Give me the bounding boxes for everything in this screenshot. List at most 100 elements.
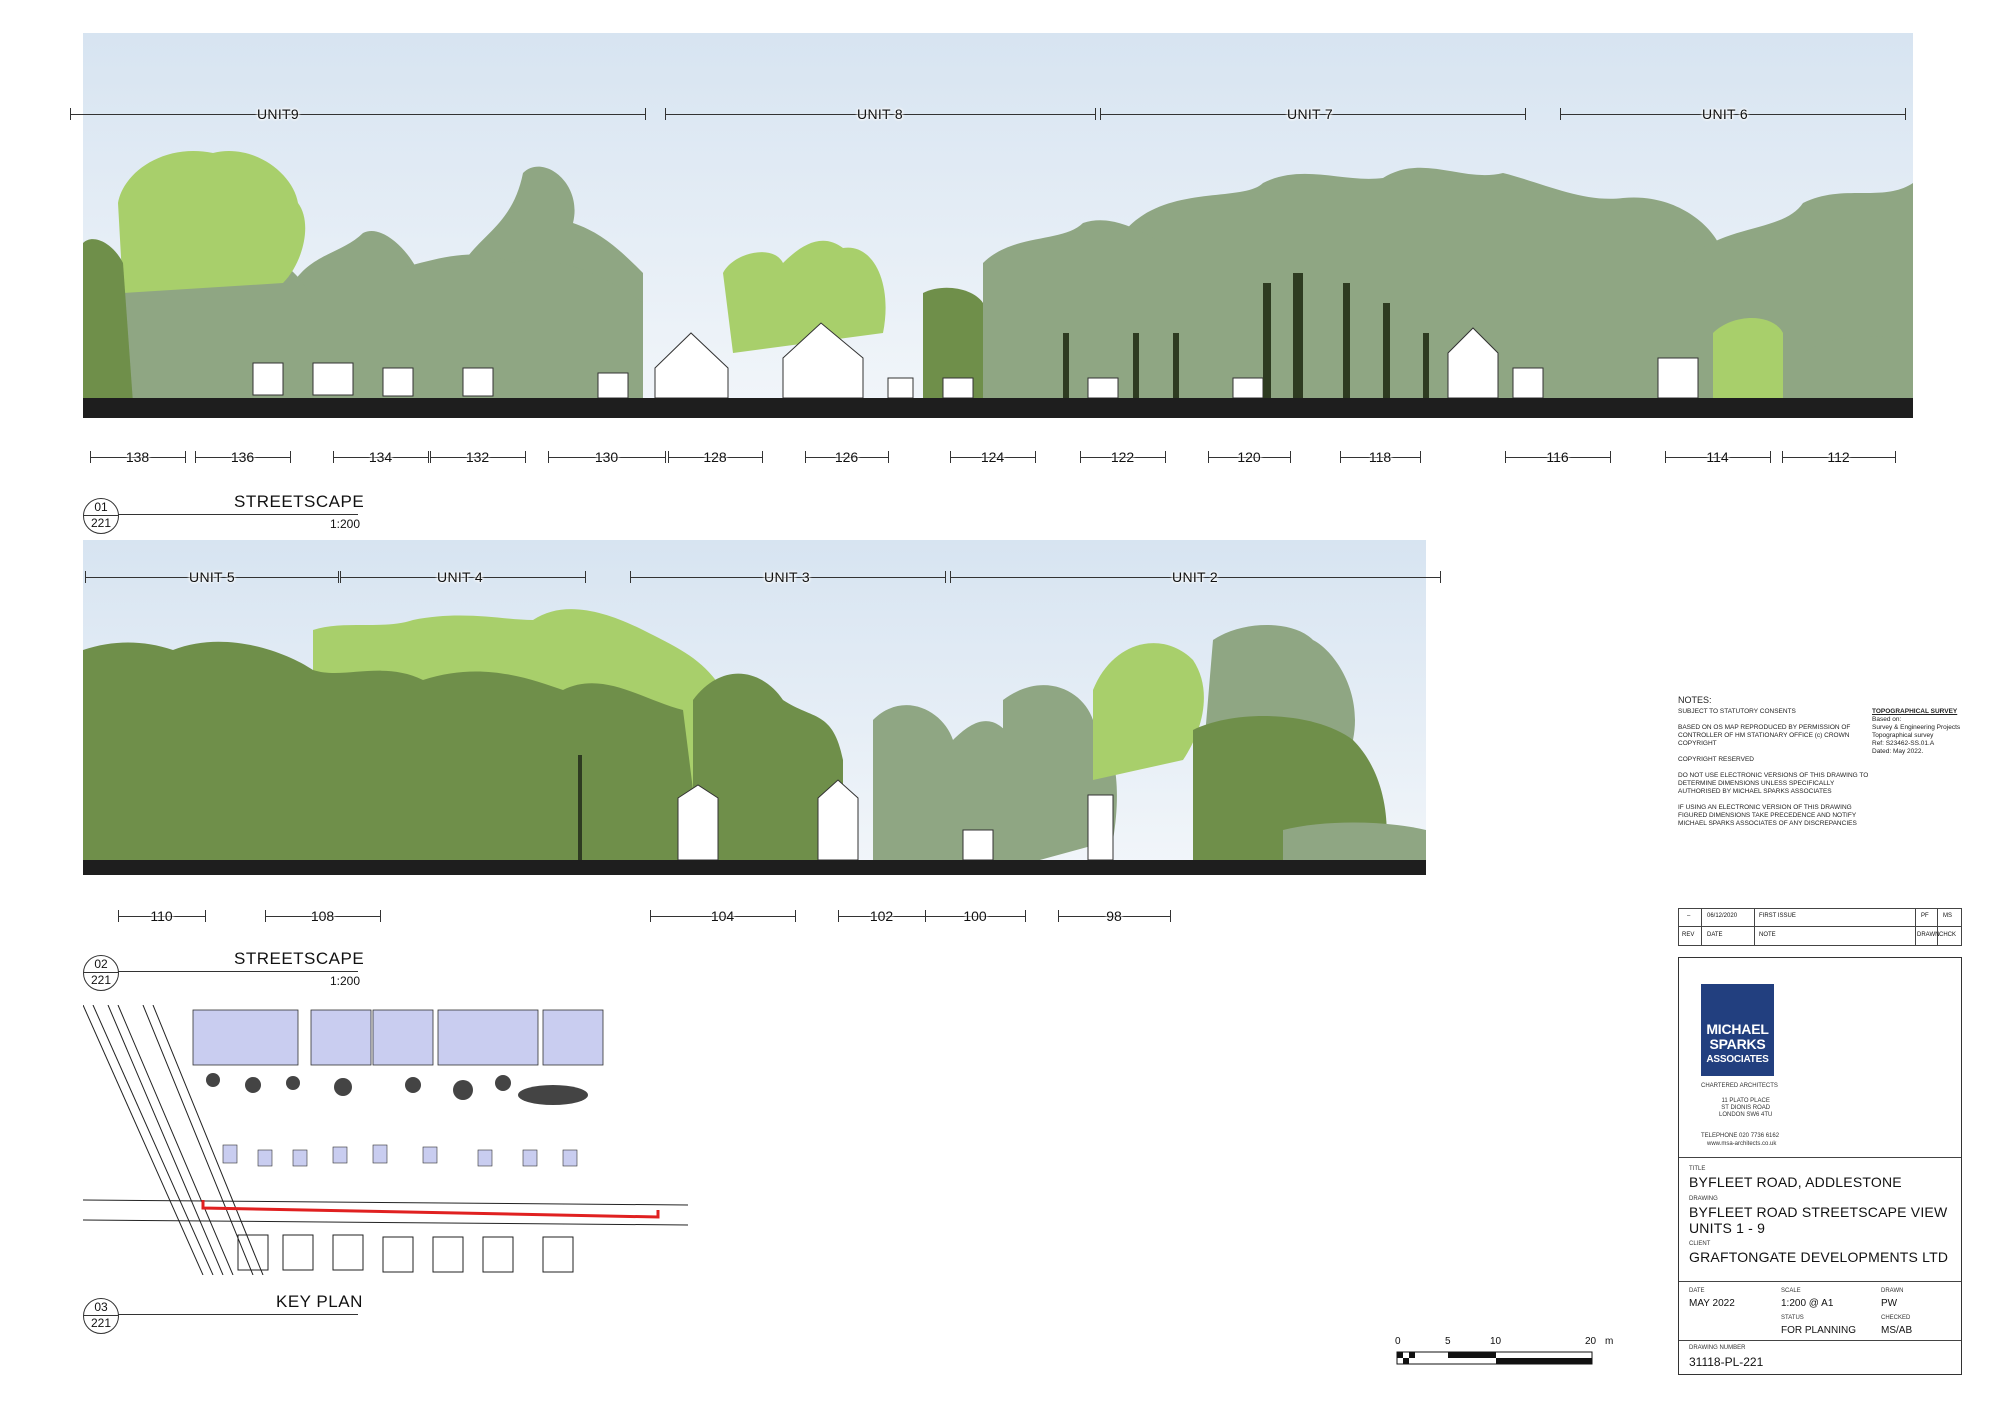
rev-check-header: CHCK <box>1939 932 1957 938</box>
elevation-2-drawing <box>83 540 1426 875</box>
e1-unit-label: UNIT9 <box>257 106 299 122</box>
view-number: 03 <box>94 1300 108 1314</box>
survey-line: Dated: May 2022. <box>1872 748 1924 755</box>
e1-unit-tick <box>1100 108 1101 120</box>
e1-plot-tick <box>1782 451 1783 463</box>
e2-plot-label: 104 <box>710 908 735 924</box>
date-label: DATE <box>1689 1288 1705 1294</box>
e2-unit-label: UNIT 5 <box>189 569 235 585</box>
e1-unit-tick <box>1525 108 1526 120</box>
e1-unit-label: UNIT 8 <box>857 106 903 122</box>
scale-tick-0: 0 <box>1395 1336 1401 1347</box>
survey-line: Based on: <box>1872 716 1902 723</box>
e1-plot-tick <box>333 451 334 463</box>
rev-value: – <box>1687 913 1691 919</box>
survey-line: Survey & Engineering Projects <box>1872 724 1961 731</box>
e2-plot-tick <box>380 910 381 922</box>
note-line: SUBJECT TO STATUTORY CONSENTS <box>1678 708 1796 715</box>
e1-unit-tick <box>665 108 666 120</box>
scale-bar: 0 5 10 20 m <box>1392 1336 1652 1380</box>
view-number: 02 <box>94 957 108 971</box>
drawing-title-line-1: BYFLEET ROAD STREETSCAPE VIEW <box>1689 1204 1948 1220</box>
title-underline-03 <box>118 1314 358 1315</box>
view-scale-02: 1:200 <box>330 974 361 988</box>
project-title: BYFLEET ROAD, ADDLESTONE <box>1689 1174 1902 1190</box>
e2-unit-line <box>85 577 338 578</box>
rev-drawn-value: PF <box>1921 913 1929 919</box>
title-underline-02 <box>118 971 358 972</box>
scale-unit: m <box>1605 1336 1614 1347</box>
e1-plot-tick <box>90 451 91 463</box>
e1-plot-line <box>950 457 1035 458</box>
note-line: MICHAEL SPARKS ASSOCIATES OF ANY DISCREP… <box>1678 820 1857 827</box>
e1-plot-tick <box>805 451 806 463</box>
view-title-02: STREETSCAPE <box>234 949 365 968</box>
e2-unit-label: UNIT 2 <box>1172 569 1218 585</box>
e2-unit-line <box>950 577 1440 578</box>
e2-plot-tick <box>838 910 839 922</box>
e1-unit-tick <box>1905 108 1906 120</box>
e1-plot-label: 114 <box>1706 449 1729 465</box>
e1-plot-line <box>430 457 525 458</box>
view-number-badge-03: 03 221 <box>83 1298 119 1334</box>
e1-plot-label: 122 <box>1110 449 1135 465</box>
e1-plot-tick <box>548 451 549 463</box>
note-line <box>1678 716 1878 724</box>
e2-plot-label: 108 <box>310 908 335 924</box>
e1-plot-line <box>805 457 888 458</box>
e1-plot-tick <box>1035 451 1036 463</box>
title-block: MICHAEL SPARKS ASSOCIATES CHARTERED ARCH… <box>1678 957 1962 1375</box>
e2-unit-tick <box>945 571 946 583</box>
practice-type: CHARTERED ARCHITECTS <box>1701 1083 1778 1089</box>
e1-plot-label: 118 <box>1368 449 1392 465</box>
scale-label: SCALE <box>1781 1288 1801 1294</box>
e2-plot-tick <box>650 910 651 922</box>
e2-plot-label: 110 <box>150 908 173 924</box>
view-title-03: KEY PLAN <box>276 1292 363 1311</box>
e1-plot-line <box>1340 457 1420 458</box>
title-underline-01 <box>118 514 358 515</box>
e2-plot-label: 98 <box>1106 908 1122 924</box>
checked-label: CHECKED <box>1881 1315 1911 1321</box>
e1-plot-label: 112 <box>1827 449 1850 465</box>
status-value: FOR PLANNING <box>1781 1325 1857 1336</box>
view-number: 01 <box>94 500 108 514</box>
e2-unit-tick <box>85 571 86 583</box>
date-value: MAY 2022 <box>1689 1298 1735 1309</box>
e1-plot-line <box>90 457 185 458</box>
practice-logo: MICHAEL SPARKS ASSOCIATES <box>1701 984 1774 1076</box>
e1-plot-tick <box>1165 451 1166 463</box>
key-plan-drawing <box>83 1005 688 1275</box>
e1-plot-tick <box>1610 451 1611 463</box>
drawing-title-line-2: UNITS 1 - 9 <box>1689 1220 1766 1236</box>
practice-telephone: TELEPHONE 020 7736 6162 <box>1701 1133 1780 1139</box>
drawing-number: 31118-PL-221 <box>1689 1355 1764 1369</box>
e2-plot-line <box>265 916 380 917</box>
e1-plot-label: 130 <box>594 449 619 465</box>
e1-plot-tick <box>195 451 196 463</box>
scale-tick-10: 10 <box>1490 1336 1502 1347</box>
e1-plot-tick <box>888 451 889 463</box>
note-line: DETERMINE DIMENSIONS UNLESS SPECIFICALLY <box>1678 780 1835 787</box>
e2-unit-line <box>340 577 585 578</box>
survey-block: TOPOGRAPHICAL SURVEY Based on:Survey & E… <box>1872 708 1982 756</box>
rev-check-value: MS <box>1943 913 1952 919</box>
view-sheet: 221 <box>90 1316 112 1330</box>
e1-unit-line <box>1100 114 1525 115</box>
e2-unit-tick <box>340 571 341 583</box>
e1-plot-tick <box>1770 451 1771 463</box>
scale-tick-20: 20 <box>1585 1336 1597 1347</box>
e1-plot-tick <box>665 451 666 463</box>
note-line <box>1678 764 1878 772</box>
notes-heading: NOTES: <box>1678 695 1712 705</box>
e2-plot-tick <box>795 910 796 922</box>
streetscape-elevation-2 <box>83 540 1426 875</box>
note-line: AUTHORISED BY MICHAEL SPARKS ASSOCIATES <box>1678 788 1832 795</box>
e2-unit-tick <box>1440 571 1441 583</box>
e1-plot-tick <box>1340 451 1341 463</box>
e2-unit-tick <box>630 571 631 583</box>
e1-unit-tick <box>645 108 646 120</box>
e1-plot-label: 116 <box>1546 449 1569 465</box>
e2-plot-line <box>838 916 925 917</box>
